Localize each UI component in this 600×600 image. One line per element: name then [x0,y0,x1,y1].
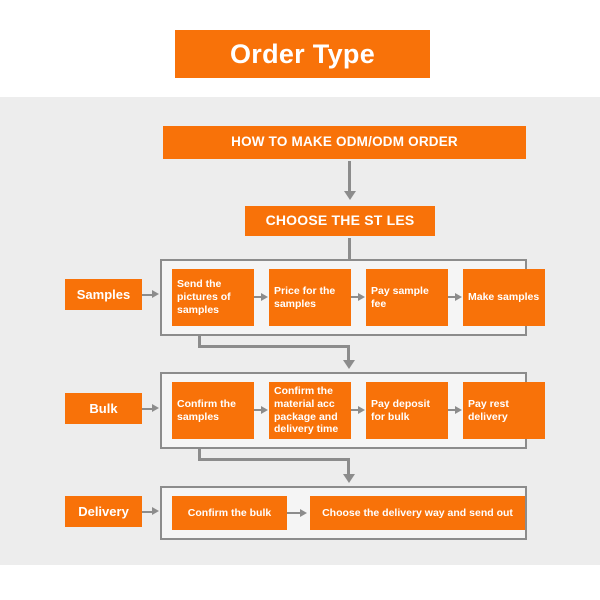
connector-bracket-bulk-span [198,458,350,461]
connector-line-samples-1-2 [254,296,263,298]
connector-line-samples-label [142,293,153,296]
connector-arrow-bulk-to-delivery [342,474,355,483]
category-label-delivery: Delivery [65,496,142,527]
step-bulk-4: Pay rest delivery [463,382,545,439]
connector-arrow-samples-3-4 [455,292,462,301]
connector-arrow-bulk-label [152,404,159,412]
connector-arrow-delivery-1-2 [300,508,307,517]
connector-line-delivery-label [142,510,153,513]
banner-choose-the-styles: CHOOSE THE ST LES [245,206,435,236]
step-samples-1: Send the pictures of samples [172,269,254,326]
step-samples-4: Make samples [463,269,545,326]
connector-bracket-samples-span [198,345,350,348]
page-title: Order Type [229,38,376,69]
step-bulk-2: Confirm the material acc package and del… [269,382,351,439]
connector-bracket-bulk-riser [198,449,201,461]
connector-arrow-bulk-2-3 [358,405,365,414]
connector-arrow-bulk-1-2 [261,405,268,414]
connector-line-samples-2-3 [351,296,360,298]
connector-line-sub-to-samples [348,238,351,259]
step-delivery-2: Choose the delivery way and send out [310,496,525,530]
bottom-band [0,565,600,600]
connector-line-bulk-to-delivery [347,458,350,475]
group-samples: Send the pictures of samples Price for t… [160,259,545,336]
connector-arrow-main-to-sub [343,191,356,200]
connector-line-bulk-label [142,407,153,410]
group-bulk: Confirm the samples Confirm the material… [160,372,545,449]
connector-line-main-to-sub [348,161,351,192]
connector-line-samples-to-bulk [347,345,350,361]
connector-line-bulk-3-4 [448,409,457,411]
step-bulk-3: Pay deposit for bulk [366,382,448,439]
connector-arrow-samples-1-2 [261,292,268,301]
connector-line-delivery-1-2 [287,512,302,514]
title-badge: Order Type [175,30,430,78]
group-delivery: Confirm the bulk Choose the delivery way… [160,486,527,540]
connector-arrow-samples-to-bulk [342,360,355,369]
connector-arrow-bulk-3-4 [455,405,462,414]
step-samples-2: Price for the samples [269,269,351,326]
step-bulk-1: Confirm the samples [172,382,254,439]
connector-line-samples-3-4 [448,296,457,298]
connector-arrow-samples-2-3 [358,292,365,301]
banner-how-to-make-order: HOW TO MAKE ODM/ODM ORDER [163,126,526,159]
connector-line-bulk-1-2 [254,409,263,411]
connector-arrow-delivery-label [152,507,159,515]
category-label-bulk: Bulk [65,393,142,424]
step-delivery-1: Confirm the bulk [172,496,287,530]
title-band: Order Type [0,0,600,97]
step-samples-3: Pay sample fee [366,269,448,326]
connector-line-bulk-2-3 [351,409,360,411]
connector-bracket-samples-riser [198,336,201,348]
category-label-samples: Samples [65,279,142,310]
connector-arrow-samples-label [152,290,159,298]
